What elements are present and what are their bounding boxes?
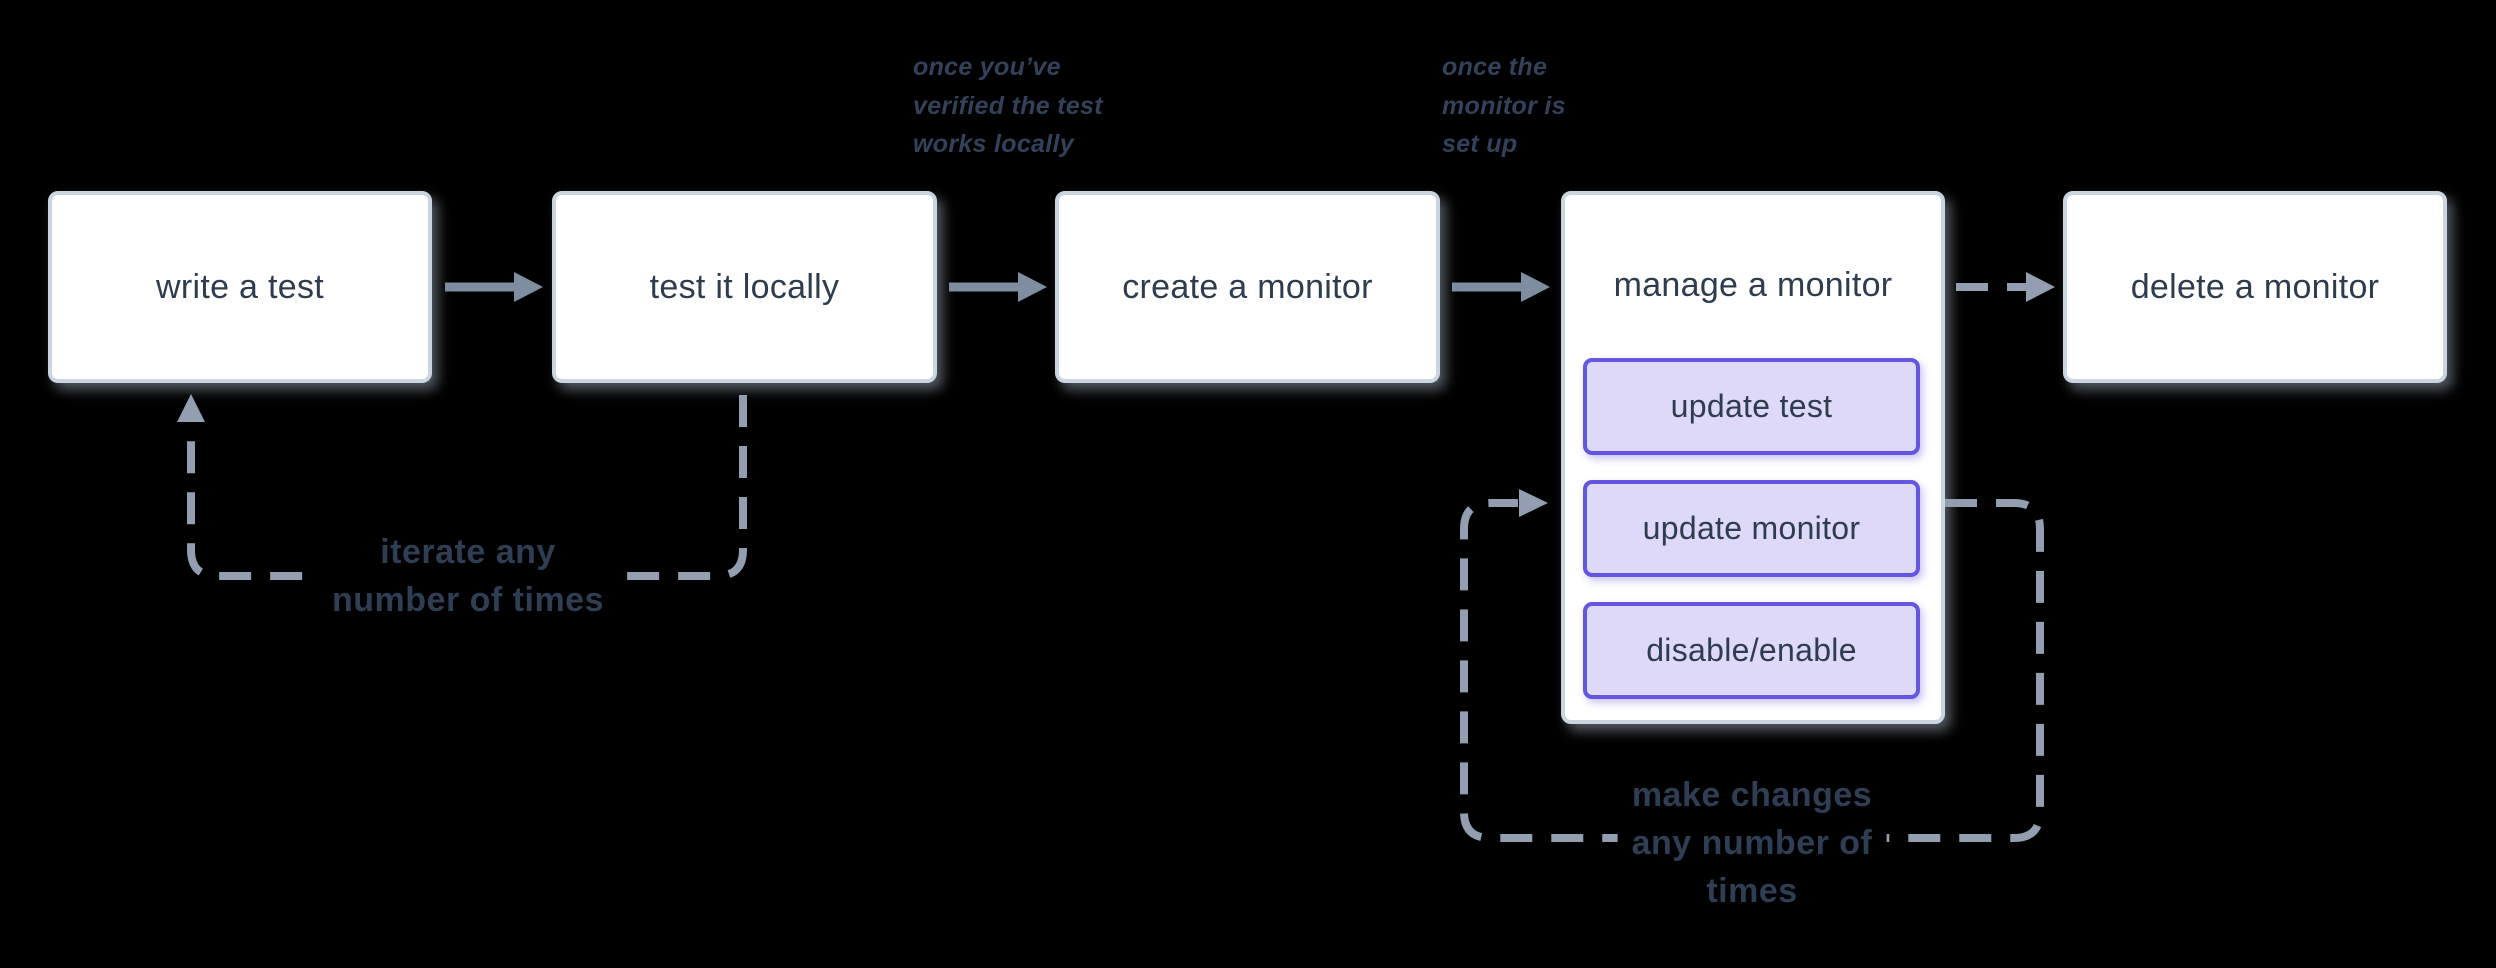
flow-node-label: test it locally (649, 267, 840, 306)
loop-label-iterate: iterate any number of times (318, 524, 618, 628)
annotation-once-verified: once you’ve verified the test works loca… (913, 53, 1103, 158)
sub-node-update-monitor: update monitor (1583, 480, 1920, 577)
sub-node-label: update test (1670, 388, 1833, 424)
sub-node-update-test: update test (1583, 358, 1920, 455)
flow-node-manage-monitor: manage a monitor update test update moni… (1561, 191, 1945, 724)
sub-node-disable-enable: disable/enable (1583, 602, 1920, 699)
dashed-arrow-manage-to-delete (1956, 272, 2055, 302)
sub-node-label: disable/enable (1646, 632, 1857, 668)
arrow-write-to-test (445, 272, 543, 302)
flow-node-label: write a test (156, 267, 324, 306)
flow-node-label: delete a monitor (2130, 267, 2380, 306)
arrow-test-to-create (949, 272, 1047, 302)
annotation-once-setup: once the monitor is set up (1442, 53, 1566, 158)
flow-node-write-test: write a test (48, 191, 432, 383)
flow-node-label: manage a monitor (1613, 266, 1893, 304)
flow-node-test-locally: test it locally (552, 191, 937, 383)
arrow-create-to-manage (1452, 272, 1550, 302)
flow-node-delete-monitor: delete a monitor (2063, 191, 2447, 383)
sub-node-label: update monitor (1642, 510, 1861, 546)
flow-node-label: create a monitor (1122, 267, 1373, 306)
flow-node-create-monitor: create a monitor (1055, 191, 1440, 383)
loop-label-make-changes: make changes any number of times (1617, 767, 1887, 919)
